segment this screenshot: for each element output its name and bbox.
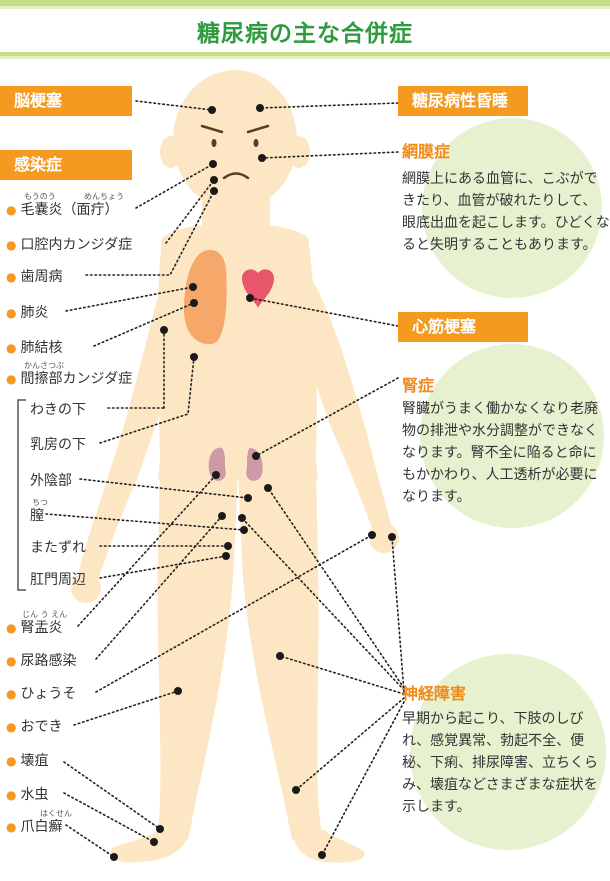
item-label: 肺結核 [20,340,63,356]
sub-item-under-breast: 乳房の下 [30,437,86,453]
title-stripe-top [0,0,610,9]
bullet-dot-icon: ● [6,687,17,701]
list-item-onychomycosis: ●爪白癬 [6,816,62,836]
label-diabetic-coma: 糖尿病性昏睡 [398,86,528,116]
ruby-vagina: ちつ [32,498,48,507]
item-label: ひょうそ [20,686,77,702]
list-item-intertrigo-candidiasis: ●間擦部カンジダ症 [6,368,132,388]
bullet-dot-icon: ● [6,720,17,734]
bullet-dot-icon: ● [6,306,17,320]
item-label: 肺炎 [20,305,49,321]
list-item-oral-candidiasis: ●口腔内カンジダ症 [6,234,132,254]
neuropathy-title: 神経障害 [402,684,467,703]
bullet-dot-icon: ● [6,238,17,252]
item-label: 毛嚢炎（面疔） [20,202,119,218]
nephropathy-text: 腎臓がうまく働かなくなり老廃物の排泄や水分調整ができなくなります。腎不全に陥ると… [402,401,598,505]
ruby-folliculitis: もうのう [24,192,56,201]
bullet-dot-icon: ● [6,754,17,768]
list-item-boil: ●おでき [6,716,62,736]
sub-item-groin: またずれ [30,540,86,556]
list-item-periodontal: ●歯周病 [6,266,62,286]
item-label: 水虫 [20,787,49,803]
face-features [200,124,270,180]
item-label: 歯周病 [20,269,63,285]
retinopathy-bg-circle [422,118,602,298]
retinopathy-title: 網膜症 [402,142,451,161]
item-label: 間擦部カンジダ症 [20,371,133,387]
item-label: 腎盂炎 [20,620,63,636]
item-label: 壊疽 [20,753,49,769]
bullet-dot-icon: ● [6,621,17,635]
bullet-dot-icon: ● [6,820,17,834]
human-body-figure [71,70,399,863]
sub-item-perianal: 肛門周辺 [30,572,86,588]
bullet-dot-icon: ● [6,372,17,386]
bullet-dot-icon: ● [6,654,17,668]
sub-item-vulva: 外陰部 [30,473,72,489]
heart-organ [242,269,274,308]
ruby-intertrigo: かんさつぶ [24,361,64,370]
retinopathy-text: 網膜上にある血管に、こぶができたり、血管が破れたりして、眼底出血を起こします。ひ… [402,171,610,253]
label-stroke: 脳梗塞 [0,86,132,116]
bullet-dot-icon: ● [6,203,17,217]
bullet-dot-icon: ● [6,788,17,802]
item-label: おでき [20,719,63,735]
list-item-pneumonia: ●肺炎 [6,302,48,322]
sub-items-bracket [17,399,26,591]
page-title: 糖尿病の主な合併症 [197,21,413,47]
bullet-dot-icon: ● [6,270,17,284]
list-item-folliculitis: ●毛嚢炎（面疔） [6,199,118,219]
label-myocardial-infarction: 心筋梗塞 [398,312,528,342]
list-item-pyelitis: ●腎盂炎 [6,617,62,637]
lungs-organ [184,249,227,345]
ruby-pyelitis: じん う えん [22,610,68,619]
neuropathy-text: 早期から起こり、下肢のしびれ、感覚異常、勃起不全、便秘、下痢、排尿障害、立ちくら… [402,711,598,815]
endpoint-dots [110,104,396,861]
list-item-gangrene: ●壊疽 [6,750,48,770]
list-item-whitlow: ●ひょうそ [6,683,76,703]
item-label: 口腔内カンジダ症 [20,237,133,253]
nephropathy-title: 腎症 [402,376,435,395]
ruby-tinea: はくせん [40,809,72,818]
item-label: 爪白癬 [20,819,63,835]
bullet-dot-icon: ● [6,341,17,355]
nephropathy-bg-circle [420,344,604,528]
label-infection: 感染症 [0,150,132,180]
list-item-athletes-foot: ●水虫 [6,784,48,804]
list-item-uti: ●尿路感染 [6,650,76,670]
sub-item-armpit: わきの下 [30,402,86,418]
item-label: 尿路感染 [20,653,77,669]
list-item-tuberculosis: ●肺結核 [6,337,62,357]
title-stripe-bottom [0,52,610,59]
sub-item-vagina: 膣 [30,508,44,524]
ruby-furuncle: めんちょう [84,192,124,201]
leader-lines [45,100,405,858]
neuropathy-bg-circle [410,654,606,850]
